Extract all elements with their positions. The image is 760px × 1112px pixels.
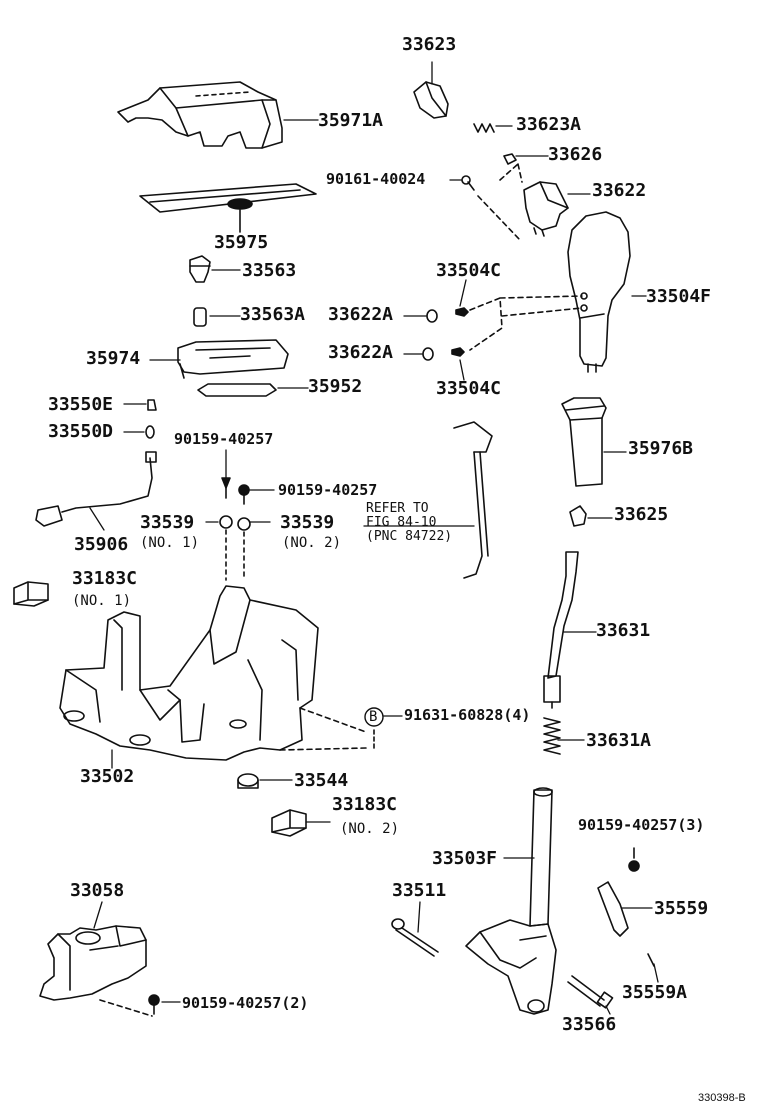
part-label-90159-40257-d: 90159-40257(2) — [182, 994, 309, 1012]
pin-part — [647, 953, 655, 967]
bolt-part — [567, 975, 614, 1009]
bushing-part — [237, 773, 259, 789]
part-label-35976B: 35976B — [628, 438, 694, 459]
part-label-35971A: 35971A — [318, 110, 384, 131]
part-label-33183C-no2: 33183C — [332, 794, 398, 815]
part-label-33626: 33626 — [548, 144, 603, 165]
part-label-33623A: 33623A — [516, 114, 582, 135]
nut-part — [237, 517, 251, 531]
stopper-part — [569, 505, 587, 527]
part-label-35952: 35952 — [308, 376, 363, 397]
slide-part — [197, 383, 277, 397]
note-no2-33183C: (NO. 2) — [340, 821, 400, 837]
shift-lever-part — [465, 787, 557, 1015]
screw-part — [451, 347, 465, 357]
part-label-33622: 33622 — [592, 180, 647, 201]
cap-part — [147, 399, 157, 411]
bolt-part — [148, 994, 160, 1015]
shift-boot-part — [561, 397, 607, 487]
note-no1-33183C: (NO. 1) — [72, 593, 132, 609]
part-label-90161-40024: 90161-40024 — [326, 170, 426, 188]
part-label-35559A: 35559A — [622, 982, 688, 1003]
part-label-33511: 33511 — [392, 880, 447, 901]
part-label-35559: 35559 — [654, 898, 709, 919]
refer-note-line1: REFER TO — [366, 501, 429, 516]
callout-letter: B — [369, 709, 378, 725]
bolt-part — [238, 484, 250, 505]
part-label-33563: 33563 — [242, 260, 297, 281]
figure-id: 330398-B — [698, 1092, 746, 1104]
part-label-35975: 35975 — [214, 232, 269, 253]
spring-part — [543, 717, 561, 755]
part-label-90159-40257-b: 90159-40257 — [278, 481, 378, 499]
part-label-33550E: 33550E — [48, 394, 114, 415]
part-label-33631: 33631 — [596, 620, 651, 641]
shift-rod-part — [543, 551, 579, 709]
slide-plate-part — [177, 339, 289, 379]
part-label-33622A-bottom: 33622A — [328, 342, 394, 363]
part-label-91631-60828: 91631-60828(4) — [404, 706, 531, 724]
part-label-33622A-top: 33622A — [328, 304, 394, 325]
part-label-33625: 33625 — [614, 504, 669, 525]
clip-part — [503, 153, 517, 165]
part-label-33504C-bottom: 33504C — [436, 378, 502, 399]
washer-part — [145, 425, 155, 439]
part-label-33563A: 33563A — [240, 304, 306, 325]
cushion-part — [271, 809, 307, 837]
part-label-90159-40257-a: 90159-40257 — [174, 430, 274, 448]
refer-note-line3: (PNC 84722) — [366, 529, 453, 544]
detent-spring-part — [597, 881, 629, 937]
part-label-33631A: 33631A — [586, 730, 652, 751]
note-no2-33539: (NO. 2) — [282, 535, 342, 551]
part-label-35974: 35974 — [86, 348, 141, 369]
part-label-33058: 33058 — [70, 880, 125, 901]
bulb-socket-part — [189, 255, 211, 283]
spring-part — [473, 123, 495, 133]
part-label-33503F: 33503F — [432, 848, 498, 869]
cushion-part — [13, 581, 49, 607]
refer-note-line2: FIG 84-10 — [366, 515, 437, 530]
pin-part — [391, 918, 439, 957]
part-label-33539-no2: 33539 — [280, 512, 335, 533]
indicator-housing-part — [117, 81, 283, 149]
part-label-33550D: 33550D — [48, 421, 114, 442]
bulb-part — [193, 307, 207, 327]
leader-lines — [89, 61, 659, 1015]
part-label-33539-no1: 33539 — [140, 512, 195, 533]
nut-part — [219, 515, 233, 529]
bolt-part — [628, 847, 640, 872]
bolt-part — [221, 477, 231, 499]
note-no1-33539: (NO. 1) — [140, 535, 200, 551]
part-label-33183C-no1: 33183C — [72, 568, 138, 589]
part-label-33504C-top: 33504C — [436, 260, 502, 281]
cap-part — [426, 309, 438, 323]
shift-knob-part — [567, 211, 631, 373]
part-label-33502: 33502 — [80, 766, 135, 787]
wire-harness-part — [35, 451, 157, 527]
shift-button-part — [413, 81, 449, 119]
screw-part — [461, 175, 475, 191]
part-label-33544: 33544 — [294, 770, 349, 791]
indicator-plate-part — [139, 183, 317, 213]
part-label-33623: 33623 — [402, 34, 457, 55]
shift-cable-part — [453, 421, 493, 579]
part-label-33566: 33566 — [562, 1014, 617, 1035]
part-label-35906: 35906 — [74, 534, 129, 555]
screw-part — [455, 307, 469, 317]
cap-part — [422, 347, 434, 361]
lever-housing-part — [59, 585, 375, 761]
part-label-33504F: 33504F — [646, 286, 712, 307]
part-label-90159-40257-c: 90159-40257(3) — [578, 816, 705, 834]
callout-circle — [364, 707, 384, 727]
knob-cap-part — [523, 181, 569, 237]
position-switch-part — [39, 925, 153, 1017]
